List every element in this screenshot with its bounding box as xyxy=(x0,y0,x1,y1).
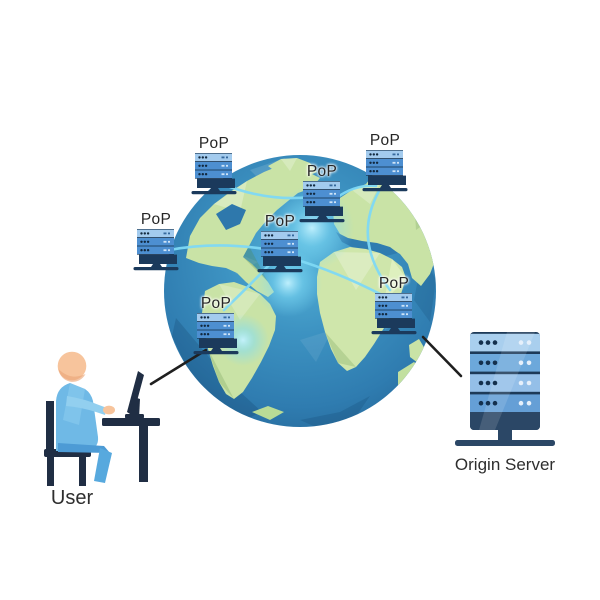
user-label: User xyxy=(50,487,94,509)
user-figure-icon xyxy=(44,351,160,486)
connector-lines xyxy=(149,335,463,386)
origin-server-icon xyxy=(455,332,555,446)
globe-icon xyxy=(164,155,436,427)
globe-to-origin-line xyxy=(421,335,463,378)
monitor-icon xyxy=(125,371,144,419)
origin-server-label: Origin Server xyxy=(454,455,556,474)
user-to-globe-line xyxy=(149,348,208,386)
